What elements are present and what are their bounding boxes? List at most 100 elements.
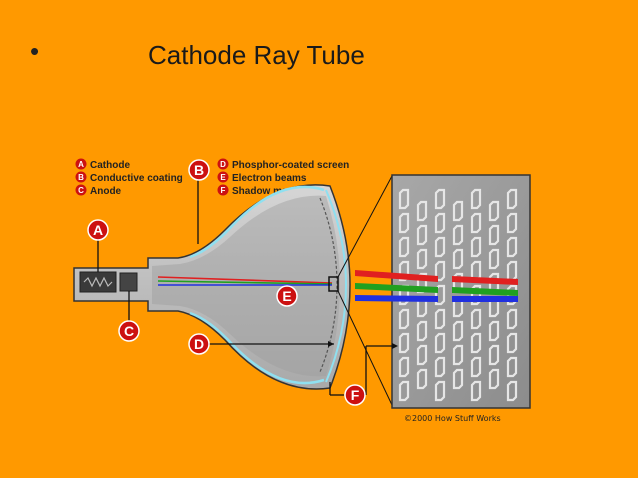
shadow-mask-slot — [434, 308, 446, 330]
marker-f-letter: F — [351, 387, 360, 403]
electron-beam-red — [157, 276, 333, 284]
shadow-mask-slot — [506, 380, 518, 402]
label-markers: A B C D E F — [87, 159, 398, 406]
legend-letter-f: F — [221, 186, 226, 195]
zoom-beam-green — [355, 283, 438, 293]
shadow-mask-slot — [506, 308, 518, 330]
shadow-mask-slot — [434, 188, 446, 210]
tube-body — [73, 184, 351, 390]
shadow-mask-slot — [506, 212, 518, 234]
electron-beam-green — [157, 280, 333, 285]
shadow-mask-zoom-panel: ©2000 How Stuff Works — [355, 174, 531, 423]
zoom-beam-red-through — [452, 276, 518, 285]
shadow-mask-slot — [488, 224, 500, 246]
legend-item-phosphor-screen: D Phosphor-coated screen — [217, 158, 349, 171]
legend-label-phosphor-screen: Phosphor-coated screen — [232, 160, 349, 171]
marker-f — [344, 384, 366, 406]
bullet-point: • — [30, 36, 40, 66]
shadow-mask-slot — [434, 260, 446, 282]
shadow-mask-slot — [416, 248, 428, 270]
cathode-filament — [83, 276, 113, 288]
marker-a-letter: A — [93, 222, 103, 238]
zoom-beam-blue — [355, 295, 438, 302]
shadow-mask-slot — [434, 332, 446, 354]
shadow-mask-slot — [452, 344, 464, 366]
legend-item-electron-beams: E Electron beams — [217, 171, 307, 184]
shadow-mask-slot — [452, 248, 464, 270]
slide-title: Cathode Ray Tube — [148, 40, 365, 70]
shadow-mask-slot — [398, 188, 410, 210]
zoom-beam-green-through — [452, 287, 518, 296]
zoom-region-box — [328, 276, 339, 292]
shadow-mask-slot — [488, 200, 500, 222]
shadow-mask-slot — [452, 368, 464, 390]
legend-item-conductive-coating: B Conductive coating — [75, 171, 183, 184]
legend: A Cathode B Conductive coating C Anode D… — [75, 158, 349, 197]
zoom-connector-bottom — [337, 290, 393, 406]
shadow-mask-slot — [416, 200, 428, 222]
shadow-mask-slot — [452, 224, 464, 246]
marker-c-letter: C — [124, 323, 134, 339]
legend-label-cathode: Cathode — [90, 160, 130, 171]
shadow-mask-slot — [398, 380, 410, 402]
shadow-mask-slot — [416, 368, 428, 390]
marker-c — [118, 320, 140, 342]
legend-label-conductive-coating: Conductive coating — [90, 173, 183, 184]
legend-label-anode: Anode — [90, 186, 122, 197]
shadow-mask-slot — [452, 320, 464, 342]
shadow-mask-slot — [470, 308, 482, 330]
marker-d — [188, 333, 210, 355]
marker-a — [87, 219, 109, 241]
copyright-credit: ©2000 How Stuff Works — [404, 414, 501, 423]
shadow-mask-slot — [470, 212, 482, 234]
conductive-coating-bottom — [189, 311, 325, 385]
leader-arrow-f — [392, 343, 398, 349]
shadow-mask-slot — [506, 236, 518, 258]
tube-inner-shading — [152, 195, 340, 377]
legend-label-electron-beams: Electron beams — [232, 173, 307, 184]
marker-b — [188, 159, 210, 181]
zoom-connector-top — [337, 175, 393, 278]
legend-label-shadow-mask: Shadow mask — [232, 186, 299, 197]
marker-e-letter: E — [282, 288, 291, 304]
shadow-mask-slot — [398, 308, 410, 330]
shadow-mask-slot — [488, 320, 500, 342]
shadow-mask-slot — [434, 236, 446, 258]
shadow-mask-slot — [470, 236, 482, 258]
shadow-mask-slot — [470, 332, 482, 354]
shadow-mask-slot — [434, 212, 446, 234]
shadow-mask-slot — [398, 236, 410, 258]
marker-d-letter: D — [194, 336, 204, 352]
shadow-mask-slot — [398, 260, 410, 282]
shadow-mask-slot — [506, 284, 518, 306]
shadow-mask-slot — [434, 380, 446, 402]
zoom-beam-red — [355, 270, 438, 282]
shadow-mask-slot — [398, 332, 410, 354]
shadow-mask-slot — [470, 188, 482, 210]
crt-tube — [73, 184, 351, 390]
shadow-mask-slot — [398, 212, 410, 234]
conductive-coating-top — [189, 185, 325, 259]
shadow-mask-slot — [488, 248, 500, 270]
leader-arrow-d — [328, 341, 334, 347]
anode-block — [119, 272, 138, 292]
shadow-mask-slot — [416, 344, 428, 366]
zoom-beam-blue-through — [452, 296, 518, 302]
shadow-mask-slot — [416, 320, 428, 342]
shadow-mask-slot — [470, 356, 482, 378]
legend-item-shadow-mask: F Shadow mask — [217, 184, 299, 197]
shadow-mask-slot — [416, 224, 428, 246]
marker-e — [276, 285, 298, 307]
legend-letter-d: D — [220, 160, 226, 169]
legend-letter-c: C — [78, 186, 84, 195]
shadow-mask-slot — [506, 188, 518, 210]
legend-letter-b: B — [78, 173, 84, 182]
shadow-mask-slot — [488, 368, 500, 390]
phosphor-screen — [325, 189, 348, 383]
legend-item-anode: C Anode — [75, 184, 122, 197]
marker-b-letter: B — [194, 162, 204, 178]
legend-letter-e: E — [220, 173, 226, 182]
shadow-mask-slot — [506, 356, 518, 378]
shadow-mask-slot — [398, 356, 410, 378]
